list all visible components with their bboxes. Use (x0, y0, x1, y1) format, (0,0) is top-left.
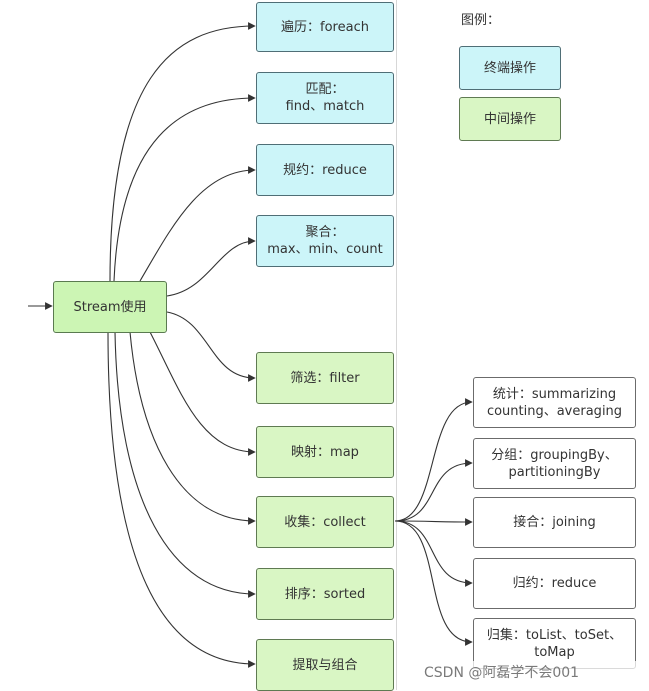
edge-collect-summarizing (394, 398, 473, 522)
edge-collect-reduce (394, 520, 473, 587)
edge-root-collect (129, 331, 256, 525)
node-map: 映射：map (256, 426, 394, 478)
node-tolist: 归集：toList、toSet、 toMap (473, 618, 636, 669)
legend-intermediate: 中间操作 (459, 97, 561, 141)
edge-root-aggregate (166, 237, 256, 297)
root-node-stream: Stream使用 (53, 281, 167, 333)
edge-root-sorted (114, 331, 256, 598)
node-filter: 筛选：filter (256, 352, 394, 404)
node-grouping: 分组：groupingBy、 partitioningBy (473, 438, 636, 489)
edge-root-match (113, 94, 256, 282)
node-summarizing: 统计：summarizing counting、averaging (473, 377, 636, 428)
node-sorted: 排序：sorted (256, 568, 394, 620)
edge-root-filter (166, 311, 256, 382)
node-extract-combine: 提取与组合 (256, 639, 394, 691)
edge-collect-grouping (394, 459, 473, 522)
edge-root-map (149, 331, 256, 456)
node-collect: 收集：collect (256, 496, 394, 548)
edge-root-extract (107, 331, 256, 668)
legend-terminal: 终端操作 (459, 46, 561, 90)
edge-collect-joining (394, 518, 473, 526)
legend-title: 图例： (461, 13, 501, 28)
edge-root-foreach (109, 22, 256, 282)
edge-collect-tolist (394, 520, 473, 646)
node-match: 匹配： find、match (256, 72, 394, 124)
node-joining: 接合：joining (473, 497, 636, 548)
node-reduce: 规约：reduce (256, 144, 394, 196)
csdn-watermark: CSDN @阿磊学不会001 (424, 661, 644, 683)
edge-root-reduce (139, 166, 256, 282)
node-aggregate: 聚合： max、min、count (256, 215, 394, 267)
node-collect-reduce: 归约：reduce (473, 558, 636, 609)
node-foreach: 遍历：foreach (256, 2, 394, 52)
panel-divider (396, 0, 397, 690)
